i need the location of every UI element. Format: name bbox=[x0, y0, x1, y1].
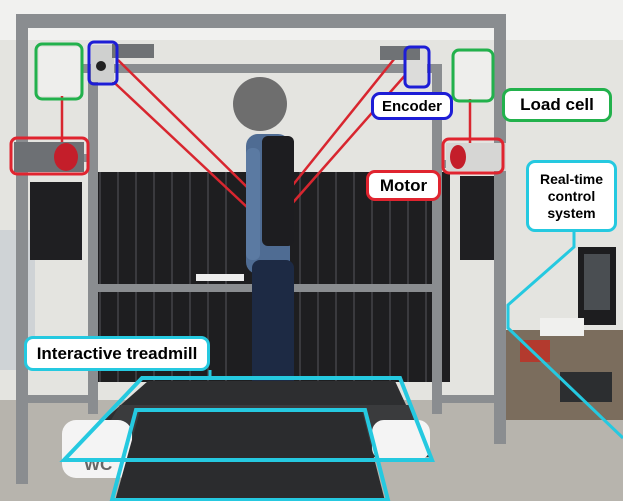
load-cell-left bbox=[39, 47, 80, 96]
pulley-housing-right bbox=[380, 46, 420, 60]
interactive-treadmill-label: Interactive treadmill bbox=[24, 336, 210, 371]
treadmill bbox=[62, 381, 430, 501]
highlight-treadmill-outline bbox=[59, 376, 435, 462]
handrail-bar bbox=[196, 274, 244, 281]
highlight-motor-left bbox=[9, 136, 90, 176]
highlight-treadmill-belt bbox=[109, 408, 391, 501]
encoder-left-knob bbox=[96, 61, 106, 71]
highlight-encoder-left bbox=[87, 40, 119, 86]
encoder-label: Encoder bbox=[371, 92, 453, 120]
motor-left bbox=[14, 142, 84, 172]
motor-label: Motor bbox=[366, 170, 441, 201]
treadmill-badge: WC bbox=[84, 455, 112, 474]
face-blur-mask bbox=[233, 77, 287, 131]
pulley-housing-left bbox=[112, 44, 154, 58]
motor-right bbox=[446, 143, 506, 171]
load-cell-right bbox=[455, 52, 491, 99]
highlight-load-cell-left bbox=[34, 42, 84, 101]
highlight-load-cell-right bbox=[451, 48, 495, 103]
control-system-connector bbox=[506, 232, 623, 440]
highlight-encoder-right bbox=[403, 45, 431, 89]
realtime-control-system-label: Real-time control system bbox=[526, 160, 617, 232]
load-cell-label: Load cell bbox=[502, 88, 612, 122]
highlight-motor-right bbox=[441, 137, 505, 175]
